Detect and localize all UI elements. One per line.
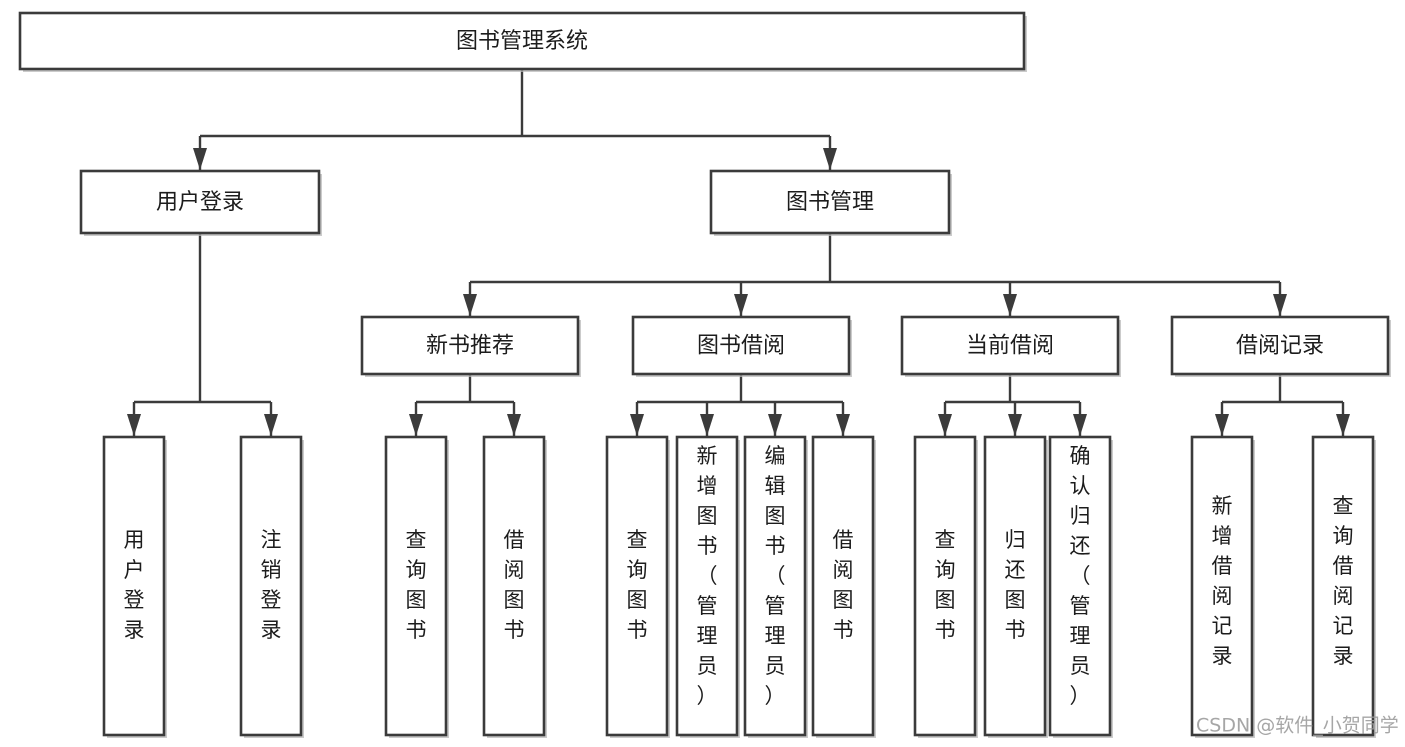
node-box[interactable] bbox=[811, 435, 875, 737]
node-label: 查询图书 bbox=[935, 528, 956, 642]
node-borrow-record[interactable]: 借阅记录 bbox=[1170, 315, 1391, 377]
node-box[interactable] bbox=[983, 435, 1047, 737]
node-current-borrow[interactable]: 当前借阅 bbox=[900, 315, 1121, 377]
node-box[interactable] bbox=[900, 315, 1120, 376]
node-leaf-query-record[interactable]: 查询借阅记录 bbox=[1311, 435, 1376, 738]
node-box[interactable] bbox=[605, 435, 669, 737]
node-leaf-confirm-return[interactable]: 确认归还（管理员） bbox=[1048, 435, 1113, 738]
node-box[interactable] bbox=[1190, 435, 1254, 737]
node-box[interactable] bbox=[709, 169, 951, 235]
node-box[interactable] bbox=[360, 315, 580, 376]
node-label: 查询图书 bbox=[627, 528, 648, 642]
node-label: 借阅图书 bbox=[504, 528, 525, 642]
node-leaf-query-book-2[interactable]: 查询图书 bbox=[605, 435, 670, 738]
node-leaf-return-book[interactable]: 归还图书 bbox=[983, 435, 1048, 738]
node-label: 用户登录 bbox=[124, 528, 145, 642]
node-leaf-logout[interactable]: 注销登录 bbox=[239, 435, 304, 738]
node-box[interactable] bbox=[102, 435, 166, 737]
node-label: 查询借阅记录 bbox=[1333, 494, 1354, 668]
node-label: 图书管理 bbox=[786, 190, 874, 215]
node-label: 当前借阅 bbox=[966, 334, 1054, 359]
node-label: 查询图书 bbox=[406, 528, 427, 642]
node-leaf-borrow-book-1[interactable]: 借阅图书 bbox=[482, 435, 547, 738]
node-label: 借阅图书 bbox=[833, 528, 854, 642]
node-box[interactable] bbox=[384, 435, 448, 737]
node-label: 图书管理系统 bbox=[456, 29, 588, 54]
node-box[interactable] bbox=[743, 435, 807, 737]
node-box[interactable] bbox=[631, 315, 851, 376]
node-label: 归还图书 bbox=[1005, 528, 1026, 642]
node-box[interactable] bbox=[482, 435, 546, 737]
node-leaf-query-book-3[interactable]: 查询图书 bbox=[913, 435, 978, 738]
node-box[interactable] bbox=[1048, 435, 1112, 737]
node-leaf-user-login[interactable]: 用户登录 bbox=[102, 435, 167, 738]
node-leaf-query-book-1[interactable]: 查询图书 bbox=[384, 435, 449, 738]
node-book-borrow[interactable]: 图书借阅 bbox=[631, 315, 852, 377]
node-new-book-rec[interactable]: 新书推荐 bbox=[360, 315, 581, 377]
node-label: 新增借阅记录 bbox=[1212, 494, 1233, 668]
node-leaf-add-book[interactable]: 新增图书（管理员） bbox=[675, 435, 740, 738]
node-label: 编辑图书（管理员） bbox=[765, 444, 786, 708]
node-label: 图书借阅 bbox=[697, 334, 785, 359]
node-box[interactable] bbox=[675, 435, 739, 737]
node-label: 借阅记录 bbox=[1236, 334, 1324, 359]
node-root[interactable]: 图书管理系统 bbox=[18, 11, 1027, 72]
csdn-watermark: CSDN @软件_小贺同学 bbox=[1196, 715, 1399, 737]
watermark-layer: CSDN @软件_小贺同学 bbox=[1196, 715, 1399, 737]
node-leaf-add-record[interactable]: 新增借阅记录 bbox=[1190, 435, 1255, 738]
node-user-login[interactable]: 用户登录 bbox=[79, 169, 322, 236]
connector-layer bbox=[127, 69, 1350, 437]
node-label: 注销登录 bbox=[261, 528, 282, 642]
node-layer: 图书管理系统用户登录图书管理新书推荐图书借阅当前借阅借阅记录用户登录注销登录查询… bbox=[18, 11, 1391, 738]
node-box[interactable] bbox=[913, 435, 977, 737]
node-label: 新书推荐 bbox=[426, 334, 514, 359]
node-box[interactable] bbox=[1170, 315, 1390, 376]
node-book-manage[interactable]: 图书管理 bbox=[709, 169, 952, 236]
node-box[interactable] bbox=[239, 435, 303, 737]
node-label: 确认归还（管理员） bbox=[1070, 444, 1091, 708]
node-box[interactable] bbox=[79, 169, 321, 235]
node-leaf-edit-book[interactable]: 编辑图书（管理员） bbox=[743, 435, 808, 738]
node-leaf-borrow-book-2[interactable]: 借阅图书 bbox=[811, 435, 876, 738]
node-label: 新增图书（管理员） bbox=[697, 444, 718, 708]
node-box[interactable] bbox=[18, 11, 1026, 71]
node-label: 用户登录 bbox=[156, 190, 244, 215]
node-box[interactable] bbox=[1311, 435, 1375, 737]
